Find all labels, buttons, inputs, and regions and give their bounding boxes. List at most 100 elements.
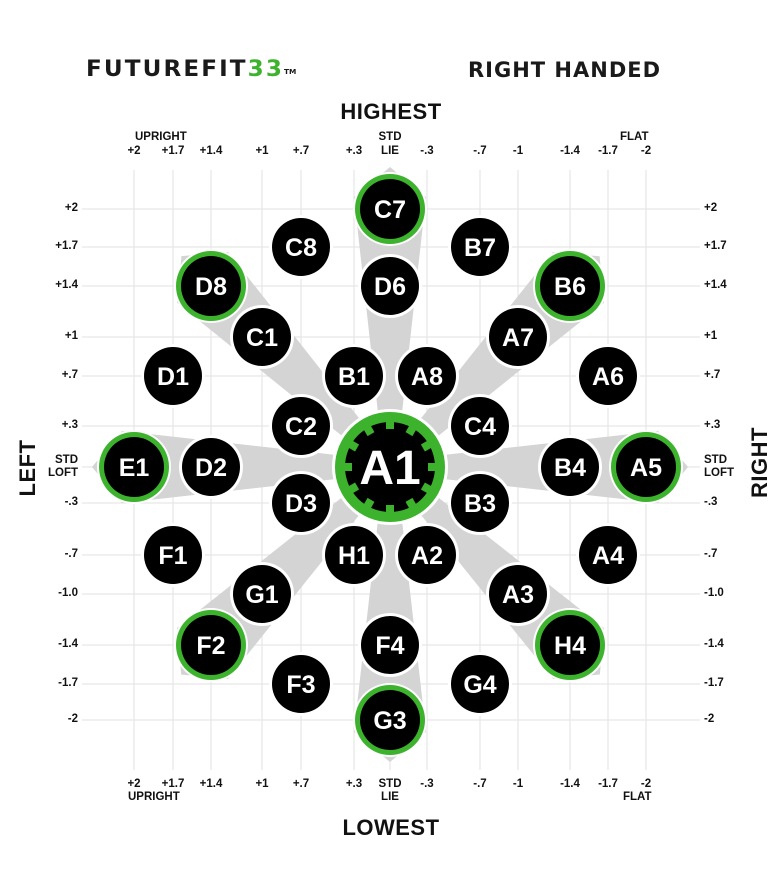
bottom-x-tick: +.3 xyxy=(345,778,363,790)
setting-chip-a4[interactable]: A4 xyxy=(576,523,640,587)
chip-label: G3 xyxy=(373,707,406,735)
left-y-tick: -1.0 xyxy=(58,587,78,599)
setting-chip-d3[interactable]: D3 xyxy=(269,471,333,535)
setting-chip-h1[interactable]: H1 xyxy=(322,523,386,587)
top-upright-caption: UPRIGHT xyxy=(135,131,187,143)
chip-label: D6 xyxy=(374,273,406,301)
left-y-tick: +1.4 xyxy=(55,279,78,291)
setting-chip-d2[interactable]: D2 xyxy=(179,435,243,499)
bottom-x-tick: -.3 xyxy=(420,778,434,790)
bottom-x-tick: +.7 xyxy=(292,778,310,790)
brand-number: 33 xyxy=(247,57,285,82)
right-std-caption: STD xyxy=(704,454,727,466)
setting-chip-d1[interactable]: D1 xyxy=(141,344,205,408)
setting-chip-c1[interactable]: C1 xyxy=(230,305,294,369)
setting-chip-b3[interactable]: B3 xyxy=(448,471,512,535)
bottom-x-tick: -2 xyxy=(640,778,652,790)
setting-chip-b1[interactable]: B1 xyxy=(322,344,386,408)
bottom-x-tick: +1.4 xyxy=(199,778,223,790)
setting-chip-c7[interactable]: C7 xyxy=(353,172,427,246)
setting-chip-a2[interactable]: A2 xyxy=(395,523,459,587)
setting-chip-c4[interactable]: C4 xyxy=(448,394,512,458)
chip-label: C8 xyxy=(285,234,317,262)
chip-label: G1 xyxy=(245,581,278,609)
brand-logo: FUTUREFIT33TM xyxy=(86,56,296,84)
bottom-x-tick: -1 xyxy=(512,778,524,790)
bottom-lie-caption: LIE xyxy=(381,791,399,803)
setting-chip-a6[interactable]: A6 xyxy=(576,344,640,408)
setting-chip-g1[interactable]: G1 xyxy=(230,562,294,626)
chip-label: C7 xyxy=(374,196,406,224)
notch-icon xyxy=(347,482,360,494)
top-x-tick: -1.4 xyxy=(560,145,580,157)
setting-chip-f1[interactable]: F1 xyxy=(141,523,205,587)
brand-text: FUTUREFIT xyxy=(86,57,248,82)
setting-chip-c8[interactable]: C8 xyxy=(269,215,333,279)
top-x-tick: -.7 xyxy=(473,145,487,157)
setting-chip-a3[interactable]: A3 xyxy=(486,562,550,626)
setting-chip-b4[interactable]: B4 xyxy=(538,435,602,499)
bottom-x-tick: -.7 xyxy=(473,778,487,790)
left-y-tick: +1 xyxy=(64,330,78,342)
chip-label: B3 xyxy=(464,490,496,518)
top-x-tick: +1.7 xyxy=(161,145,185,157)
left-y-tick: +.7 xyxy=(61,369,78,381)
setting-chip-f2[interactable]: F2 xyxy=(174,608,248,682)
setting-chip-b7[interactable]: B7 xyxy=(448,215,512,279)
notch-icon xyxy=(405,497,417,510)
chip-label: F2 xyxy=(196,632,225,660)
setting-chip-f3[interactable]: F3 xyxy=(269,652,333,716)
right-y-tick: -1.0 xyxy=(704,587,724,599)
right-y-tick: -1.7 xyxy=(704,677,724,689)
setting-chip-d6[interactable]: D6 xyxy=(358,254,422,318)
left-y-tick: -.7 xyxy=(64,548,78,560)
setting-chip-a1[interactable]: A1 xyxy=(332,409,448,525)
chip-label: F3 xyxy=(286,671,315,699)
chip-label: H1 xyxy=(338,542,370,570)
setting-chip-b6[interactable]: B6 xyxy=(533,249,607,323)
setting-chip-f4[interactable]: F4 xyxy=(358,613,422,677)
top-title: HIGHEST xyxy=(340,99,442,124)
right-y-tick: +.3 xyxy=(704,419,721,431)
top-flat-caption: FLAT xyxy=(620,131,649,143)
setting-chip-g4[interactable]: G4 xyxy=(448,652,512,716)
right-y-tick: -2 xyxy=(704,713,715,725)
setting-chip-a5[interactable]: A5 xyxy=(609,430,683,504)
left-y-tick: -2 xyxy=(67,713,78,725)
orientation-label: RIGHT HANDED xyxy=(468,58,662,82)
chip-label: B6 xyxy=(554,273,586,301)
top-x-tick: -2 xyxy=(640,145,652,157)
setting-chip-a7[interactable]: A7 xyxy=(486,305,550,369)
setting-chip-e1[interactable]: E1 xyxy=(97,430,171,504)
chip-label: E1 xyxy=(119,454,150,482)
setting-chip-a8[interactable]: A8 xyxy=(395,344,459,408)
notch-icon xyxy=(363,424,375,437)
left-y-tick: -1.4 xyxy=(58,638,78,650)
chip-label: C2 xyxy=(285,413,317,441)
notch-icon xyxy=(347,440,360,452)
setting-chip-h4[interactable]: H4 xyxy=(533,608,607,682)
notch-icon xyxy=(343,463,352,471)
chip-label: A6 xyxy=(592,363,624,391)
chip-label: D2 xyxy=(195,454,227,482)
top-lie-caption: LIE xyxy=(381,145,399,157)
setting-chip-g3[interactable]: G3 xyxy=(353,683,427,757)
right-y-tick: +1.4 xyxy=(704,279,727,291)
left-y-tick: -.3 xyxy=(64,496,78,508)
bottom-x-tick: -1.7 xyxy=(598,778,618,790)
chip-label: A1 xyxy=(359,442,420,495)
left-y-tick: +2 xyxy=(64,202,78,214)
chip-label: H4 xyxy=(554,632,586,660)
bottom-title: LOWEST xyxy=(342,815,440,840)
right-y-tick: -1.4 xyxy=(704,638,724,650)
chip-label: A2 xyxy=(411,542,443,570)
right-y-tick: +2 xyxy=(704,202,718,214)
chip-label: A4 xyxy=(592,542,624,570)
chip-label: B1 xyxy=(338,363,370,391)
top-x-tick: +1.4 xyxy=(199,145,223,157)
setting-chip-d8[interactable]: D8 xyxy=(174,249,248,323)
setting-chip-c2[interactable]: C2 xyxy=(269,394,333,458)
chip-label: A3 xyxy=(502,581,534,609)
